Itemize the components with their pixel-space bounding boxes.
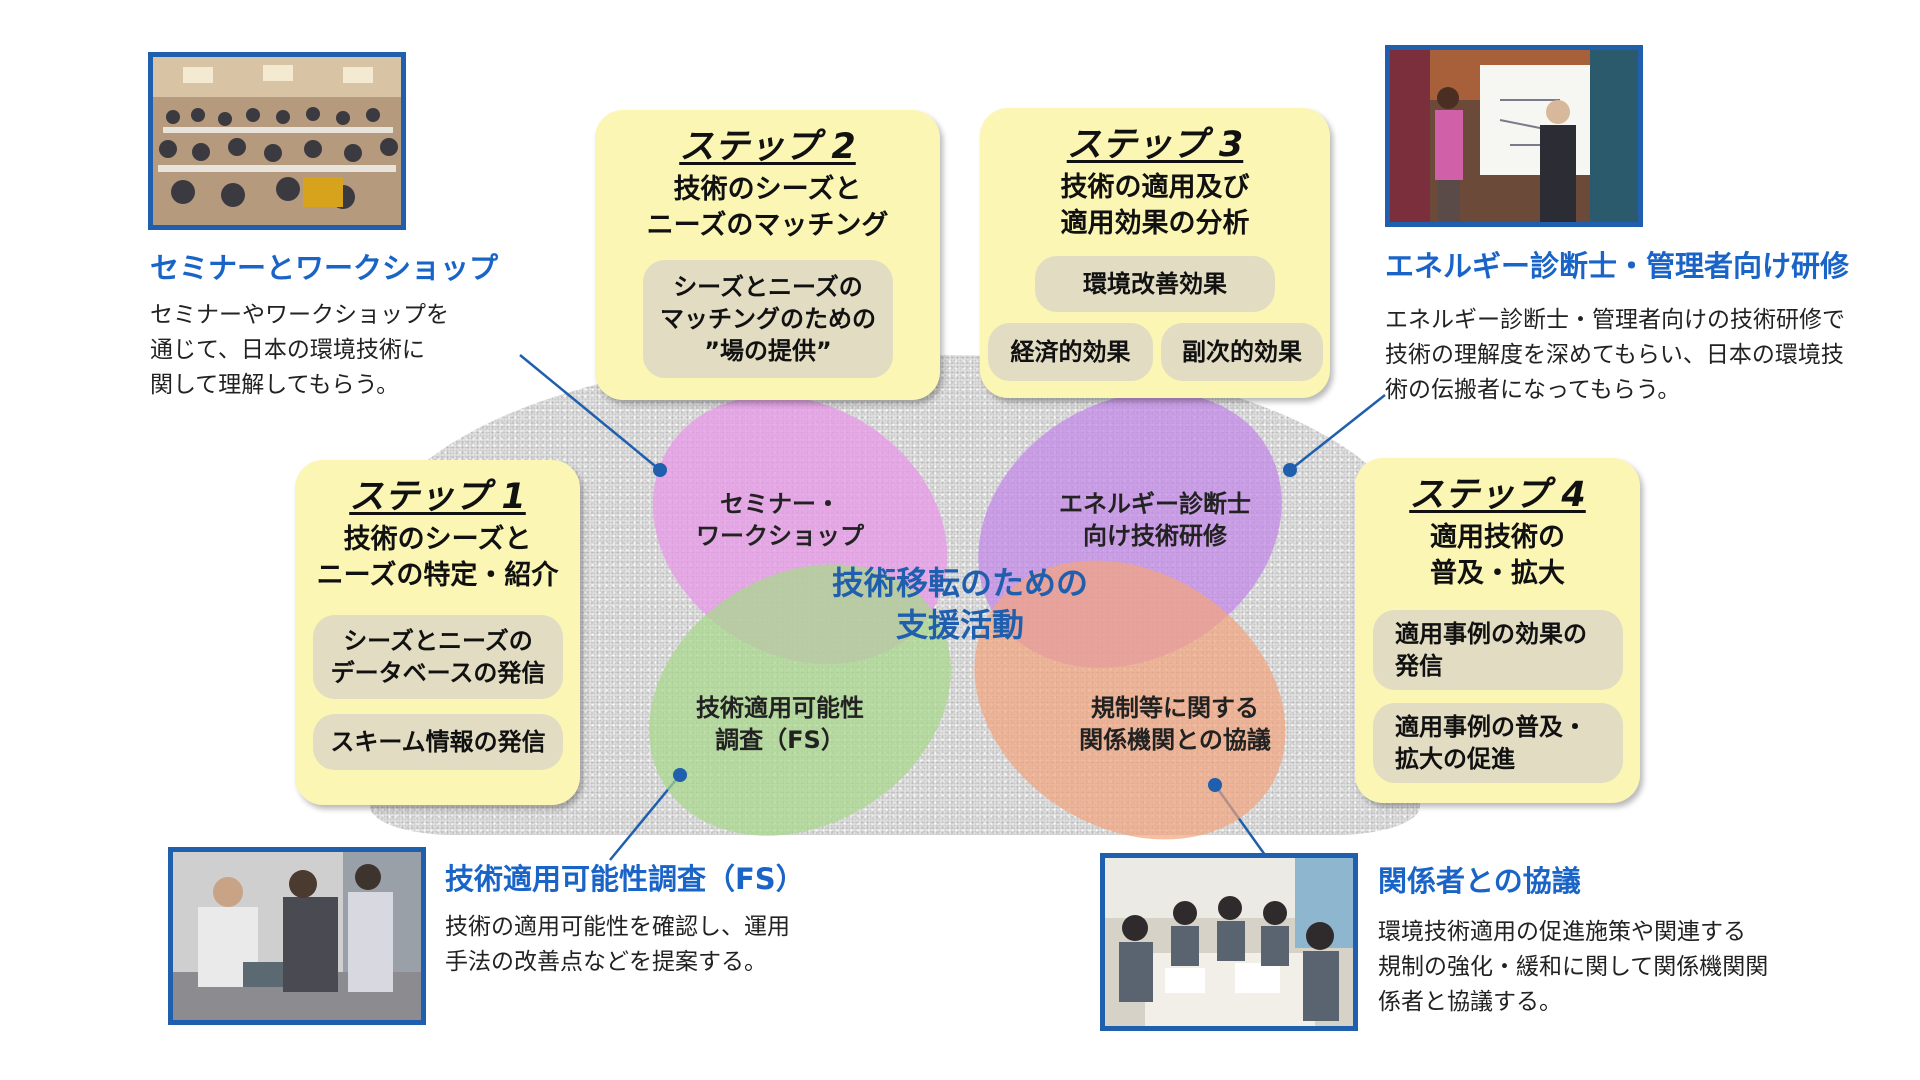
callout-fs-body: 技術の適用可能性を確認し、運用 手法の改善点などを提案する。: [445, 910, 790, 980]
callout-fs-line2: 手法の改善点などを提案する。: [445, 949, 767, 975]
callout-energy-title: エネルギー診断士・管理者向け研修: [1385, 249, 1850, 283]
step4-desc: 適用技術の 普及・拡大: [1355, 520, 1640, 592]
callout-consult-line3: 係者と協議する。: [1378, 989, 1562, 1015]
step3-pill3-label: 副次的効果: [1182, 338, 1302, 366]
step4-pill2-line1: 適用事例の普及・: [1395, 713, 1587, 741]
step3-pill2-label: 経済的効果: [1010, 338, 1131, 366]
dot-consult: [1208, 778, 1222, 792]
step4-desc-line1: 適用技術の: [1430, 522, 1565, 553]
petal-seminar-line2: ワークショップ: [696, 522, 864, 550]
step3-title: ステップ 3: [1066, 125, 1244, 165]
callout-seminar-line2: 通じて、日本の環境技術に: [150, 337, 425, 363]
petal-label-regulation: 規制等に関する 関係機関との協議: [1055, 692, 1295, 756]
seminar-photo: [148, 52, 406, 230]
step4-pill-effects: 適用事例の効果の 発信: [1373, 610, 1623, 690]
callout-consult-title: 関係者との協議: [1378, 864, 1581, 898]
center-label: 技術移転のための 支援活動: [800, 562, 1120, 646]
step2-desc-line1: 技術のシーズと: [673, 174, 862, 205]
petal-regulation: [974, 560, 1286, 840]
callout-energy-body: エネルギー診断士・管理者向けの技術研修で 技術の理解度を深めてもらい、日本の環境…: [1385, 303, 1845, 408]
step3-desc: 技術の適用及び 適用効果の分析: [980, 170, 1330, 242]
step4-box: ステップ 4 適用技術の 普及・拡大 適用事例の効果の 発信 適用事例の普及・ …: [1355, 458, 1640, 803]
dot-seminar: [653, 463, 667, 477]
step3-pill-secondary: 副次的効果: [1161, 323, 1323, 381]
step3-pill-economic: 経済的効果: [988, 323, 1153, 381]
petal-energy-line2: 向け技術研修: [1083, 522, 1227, 550]
step1-desc-line2: ニーズの特定・紹介: [316, 560, 559, 591]
step1-desc: 技術のシーズと ニーズの特定・紹介: [295, 522, 580, 594]
petal-label-fs: 技術適用可能性 調査（FS）: [670, 692, 890, 756]
callout-seminar-body: セミナーやワークショップを 通じて、日本の環境技術に 関して理解してもらう。: [150, 298, 449, 403]
step2-pill1-line3: ”場の提供”: [704, 337, 832, 365]
callout-fs-line1: 技術の適用可能性を確認し、運用: [445, 914, 790, 940]
callout-seminar-line3: 関して理解してもらう。: [150, 372, 400, 398]
step4-title: ステップ 4: [1409, 475, 1586, 515]
petal-label-energy: エネルギー診断士 向け技術研修: [1040, 488, 1270, 552]
dot-fs: [673, 768, 687, 782]
consultation-photo: [1100, 853, 1358, 1031]
callout-energy-line3: 術の伝搬者になってもらう。: [1385, 377, 1681, 403]
step1-title: ステップ 1: [349, 477, 526, 517]
step3-pill-environment: 環境改善効果: [1035, 256, 1275, 312]
step3-desc-line2: 適用効果の分析: [1060, 208, 1250, 239]
petal-regulation-line1: 規制等に関する: [1091, 694, 1259, 722]
step1-desc-line1: 技術のシーズと: [343, 524, 532, 555]
dot-energy: [1283, 463, 1297, 477]
petal-fs-line2: 調査（FS）: [715, 726, 845, 754]
step1-box: ステップ 1 技術のシーズと ニーズの特定・紹介 シーズとニーズの データベース…: [295, 460, 580, 805]
step1-pill2-label: スキーム情報の発信: [330, 728, 546, 756]
step2-pill1-line2: マッチングのための: [660, 305, 876, 333]
callout-fs-title: 技術適用可能性調査（FS）: [445, 862, 805, 896]
callout-consult-body: 環境技術適用の促進施策や関連する 規制の強化・緩和に関して関係機関関 係者と協議…: [1378, 915, 1768, 1020]
step4-pill-promotion: 適用事例の普及・ 拡大の促進: [1373, 703, 1623, 783]
callout-energy-line1: エネルギー診断士・管理者向けの技術研修で: [1385, 307, 1845, 333]
step4-pill1-line2: 発信: [1395, 652, 1443, 680]
step2-title: ステップ 2: [679, 127, 856, 167]
callout-consult-line1: 環境技術適用の促進施策や関連する: [1378, 919, 1746, 945]
connector-seminar: [519, 354, 661, 471]
step1-pill-scheme: スキーム情報の発信: [313, 714, 563, 770]
callout-seminar-title: セミナーとワークショップ: [150, 251, 499, 285]
step4-pill1-line1: 適用事例の効果の: [1395, 620, 1587, 648]
energy-training-photo: [1385, 45, 1643, 227]
step2-desc-line2: ニーズのマッチング: [646, 210, 889, 241]
petal-fs: [649, 564, 951, 836]
petal-fs-line1: 技術適用可能性: [696, 694, 864, 722]
petal-seminar-line1: セミナー・: [720, 490, 840, 518]
petal-label-seminar: セミナー・ ワークショップ: [680, 488, 880, 552]
callout-seminar-line1: セミナーやワークショップを: [150, 302, 449, 328]
callout-energy-line2: 技術の理解度を深めてもらい、日本の環境技: [1385, 342, 1844, 368]
step1-pill1-line2: データベースの発信: [330, 659, 546, 687]
step2-pill1-line1: シーズとニーズの: [673, 273, 863, 301]
petal-regulation-line2: 関係機関との協議: [1079, 726, 1271, 754]
fs-photo: [168, 847, 426, 1025]
step3-desc-line1: 技術の適用及び: [1060, 172, 1250, 203]
step2-pill-matching: シーズとニーズの マッチングのための ”場の提供”: [643, 260, 893, 378]
center-label-line2: 支援活動: [895, 606, 1024, 644]
step1-pill-database: シーズとニーズの データベースの発信: [313, 615, 563, 699]
center-label-line1: 技術移転のための: [831, 564, 1088, 602]
step4-desc-line2: 普及・拡大: [1430, 558, 1565, 589]
connector-energy: [1289, 394, 1386, 471]
step1-pill1-line1: シーズとニーズの: [343, 627, 533, 655]
step2-desc: 技術のシーズと ニーズのマッチング: [595, 172, 940, 244]
petal-energy-line1: エネルギー診断士: [1059, 490, 1251, 518]
step3-pill1-label: 環境改善効果: [1083, 270, 1227, 298]
step3-box: ステップ 3 技術の適用及び 適用効果の分析 環境改善効果 経済的効果 副次的効…: [980, 108, 1330, 398]
step4-pill2-line2: 拡大の促進: [1395, 745, 1515, 773]
step2-box: ステップ 2 技術のシーズと ニーズのマッチング シーズとニーズの マッチングの…: [595, 110, 940, 400]
callout-consult-line2: 規制の強化・緩和に関して関係機関関: [1378, 954, 1769, 980]
